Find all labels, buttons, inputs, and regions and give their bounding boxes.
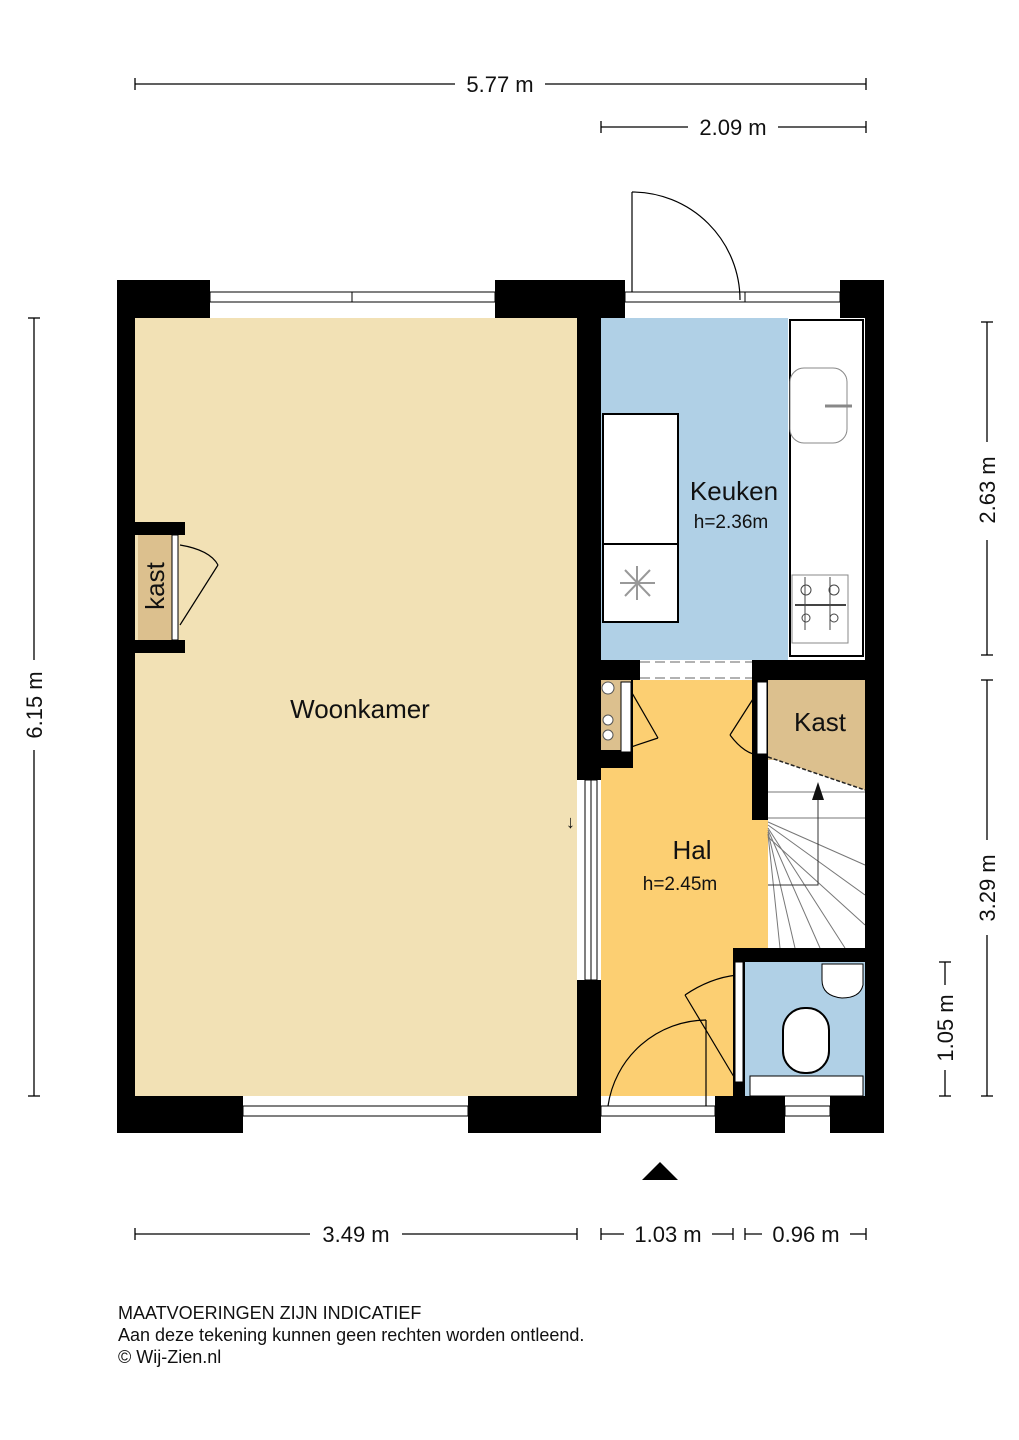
stair-arrow-icon xyxy=(812,782,824,800)
label-keuken-height: h=2.36m xyxy=(694,512,768,533)
door-swings xyxy=(179,191,761,1107)
dim-total-depth: 6.15 m xyxy=(22,671,47,738)
stairs xyxy=(768,760,865,948)
label-woonkamer: Woonkamer xyxy=(290,694,430,724)
room-woonkamer xyxy=(135,318,577,1096)
copyright: © Wij-Zien.nl xyxy=(118,1347,222,1367)
room-kast-small xyxy=(138,535,172,640)
dim-hall-depth: 3.29 m xyxy=(975,854,1000,921)
disclaimer-text: Aan deze tekening kunnen geen rechten wo… xyxy=(118,1325,585,1345)
label-hal: Hal xyxy=(672,835,711,865)
windows xyxy=(209,291,841,1117)
dimension-lines xyxy=(28,78,993,1240)
extractor-fan-icon xyxy=(620,566,655,600)
sliding-door-arrow-icon: ↓ xyxy=(566,812,575,832)
dim-kitchen-depth: 2.63 m xyxy=(975,456,1000,523)
toilet-icon xyxy=(782,1007,830,1074)
entrance-marker-icon xyxy=(642,1162,678,1180)
label-kast-small: kast xyxy=(140,561,170,609)
stove-icon xyxy=(791,574,849,644)
washbasin-icon xyxy=(821,963,864,999)
disclaimer: MAATVOERINGEN ZIJN INDICATIEF Aan deze t… xyxy=(118,1302,584,1368)
label-hal-height: h=2.45m xyxy=(643,874,717,895)
dim-toilet-width: 0.96 m xyxy=(772,1222,839,1247)
dim-total-width: 5.77 m xyxy=(466,72,533,97)
dim-kitchen-width: 2.09 m xyxy=(699,115,766,140)
disclaimer-title: MAATVOERINGEN ZIJN INDICATIEF xyxy=(118,1303,422,1323)
dim-hall-width: 1.03 m xyxy=(634,1222,701,1247)
stair-treads xyxy=(767,790,866,949)
dim-living-width: 3.49 m xyxy=(322,1222,389,1247)
fridge xyxy=(602,413,679,545)
dim-toilet-depth: 1.05 m xyxy=(933,994,958,1061)
meter-cupboard xyxy=(601,680,632,753)
label-keuken: Keuken xyxy=(690,476,778,506)
label-kast: Kast xyxy=(794,707,847,737)
room-kast xyxy=(768,680,865,760)
